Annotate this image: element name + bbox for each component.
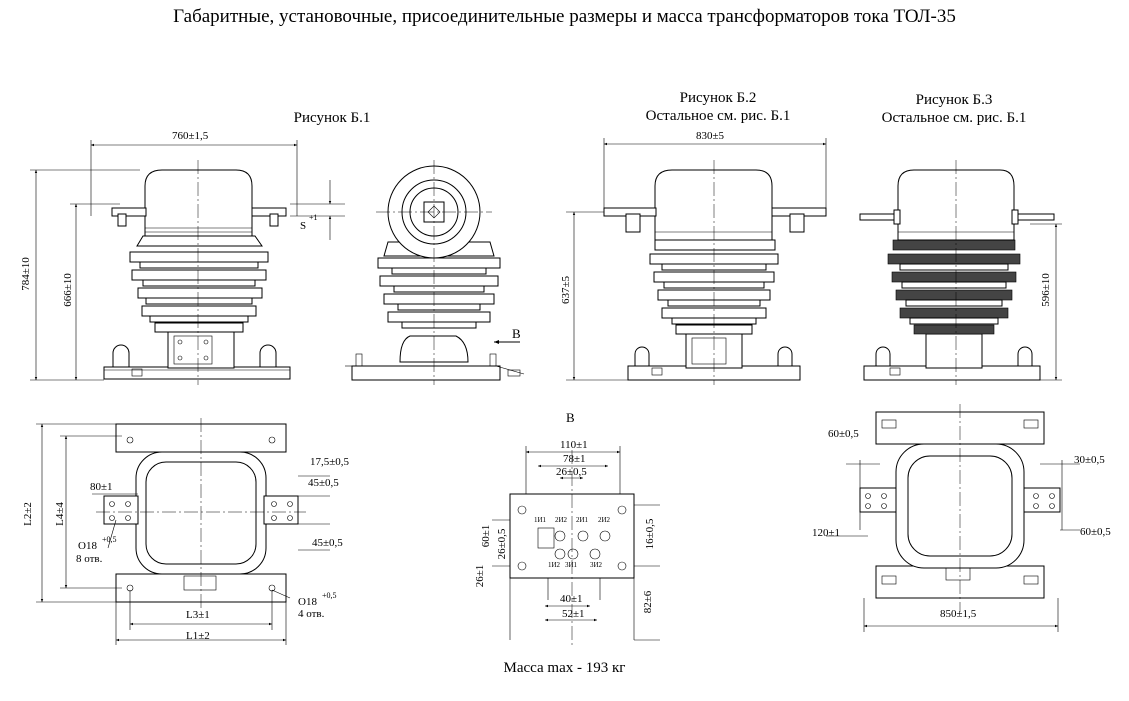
dim-b2-width: 830±5	[696, 130, 725, 142]
view-b-terminal-box	[492, 446, 660, 648]
dim-b1-s-tol: +1	[309, 213, 318, 222]
dim-plan-l2: L2±2	[22, 502, 34, 526]
dim-plan-l4: L4±4	[54, 502, 66, 526]
dim-b3p-850: 850±1,5	[940, 608, 977, 620]
fig-b3-side-view	[859, 160, 1062, 385]
dim-b3p-120: 120±1	[812, 527, 841, 539]
terminal-2i1: 2И1	[576, 516, 589, 524]
dim-b1-h666: 666±10	[62, 273, 74, 307]
dim-vb-60: 60±1	[480, 524, 492, 548]
terminal-2i2a: 2И2	[555, 516, 568, 524]
terminal-1i1: 1И1	[534, 516, 547, 524]
view-b-arrow-label: B	[512, 326, 521, 341]
dim-vb-52: 52±1	[562, 608, 585, 620]
page-title: Габаритные, установочные, присоединитель…	[173, 6, 956, 27]
dim-plan-o18b: O18	[298, 596, 317, 608]
terminal-3i1: 3И1	[565, 561, 578, 569]
fig-b2-side-view	[566, 138, 827, 385]
dim-plan-80: 80±1	[90, 481, 113, 493]
dim-b3-h596: 596±10	[1040, 273, 1052, 307]
dim-b1-h784: 784±10	[20, 257, 32, 291]
dim-b3p-60b: 60±0,5	[1080, 526, 1111, 538]
mass-note: Масса max - 193 кг	[503, 660, 626, 676]
dim-vb-26-05: 26±0,5	[496, 528, 508, 560]
fig-b1-front-view	[345, 160, 525, 385]
dim-plan-o18: O18	[78, 540, 97, 552]
dim-b1-width: 760±1,5	[172, 130, 209, 142]
dim-vb-26t: 26±0,5	[556, 466, 587, 478]
dim-plan-o18-tol: +0,5	[102, 535, 117, 544]
terminal-3i2: 3И2	[590, 561, 603, 569]
dim-plan-17-5: 17,5±0,5	[310, 456, 350, 468]
dim-plan-45b: 45±0,5	[312, 537, 343, 549]
caption-b2-note: Остальное см. рис. Б.1	[645, 108, 791, 124]
dim-vb-78: 78±1	[563, 453, 586, 465]
dim-b3p-30: 30±0,5	[1074, 454, 1105, 466]
terminal-1i2: 1И2	[548, 561, 561, 569]
dim-vb-40: 40±1	[560, 593, 583, 605]
terminal-2i2b: 2И2	[598, 516, 611, 524]
dim-plan-45a: 45±0,5	[308, 477, 339, 489]
caption-b3: Рисунок Б.3	[915, 92, 993, 108]
dim-plan-l1: L1±2	[186, 630, 210, 642]
caption-b1: Рисунок Б.1	[293, 110, 371, 126]
dim-plan-o18b-tol: +0,5	[322, 591, 337, 600]
plan-view-b3	[826, 404, 1080, 632]
plan-view-b1	[36, 418, 330, 645]
dim-plan-l3: L3±1	[186, 609, 210, 621]
fig-b1-side-view	[30, 140, 345, 385]
dim-vb-26b: 26±1	[474, 564, 486, 588]
view-b-title: В	[566, 410, 575, 425]
dim-vb-16: 16±0,5	[644, 518, 656, 550]
dim-plan-8holes: 8 отв.	[76, 553, 103, 565]
caption-b2: Рисунок Б.2	[679, 90, 757, 106]
dim-vb-110: 110±1	[560, 439, 588, 451]
dim-b1-s: S	[300, 220, 307, 232]
caption-b3-note: Остальное см. рис. Б.1	[881, 110, 1027, 126]
dim-b2-h637: 637±5	[560, 275, 572, 305]
dim-b3p-60a: 60±0,5	[828, 428, 859, 440]
dim-vb-82: 82±6	[642, 590, 654, 614]
dim-plan-4holes: 4 отв.	[298, 608, 325, 620]
